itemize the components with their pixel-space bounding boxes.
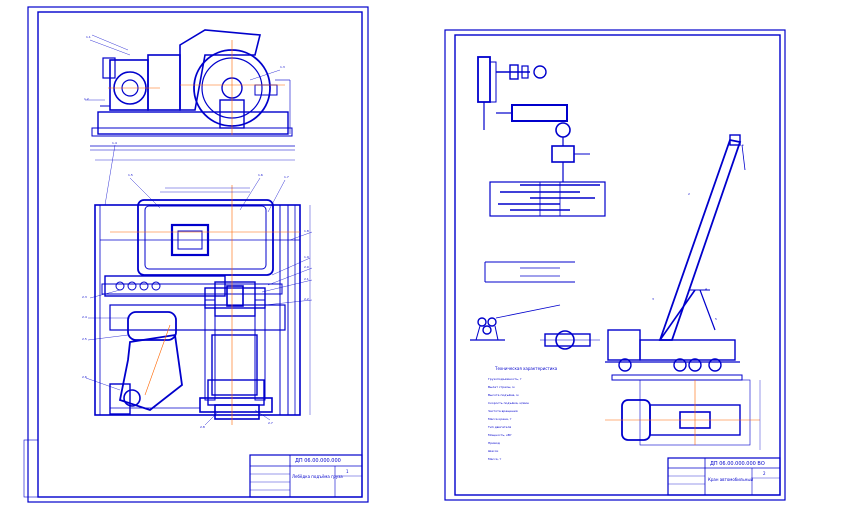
winch-dimensions (85, 34, 313, 426)
spec-line: Привод (488, 441, 500, 445)
svg-text:2.2: 2.2 (304, 297, 309, 301)
kinematic-scheme-3 (484, 261, 575, 283)
svg-text:2.1: 2.1 (304, 277, 309, 281)
spec-line: Масса, т (488, 457, 501, 461)
svg-text:5: 5 (715, 317, 717, 321)
svg-text:2.7: 2.7 (268, 421, 273, 425)
svg-text:2.6: 2.6 (82, 375, 87, 379)
svg-text:1.5: 1.5 (128, 173, 133, 177)
spec-line: Тип двигателя (487, 425, 511, 429)
left-drawing-name: Лебёдка подъёма груза (292, 474, 343, 479)
left-title-block: ДП 06.00.000.000 Лебёдка подъёма груза 1 (249, 454, 363, 498)
svg-text:1.6: 1.6 (258, 173, 263, 177)
svg-text:1.8: 1.8 (304, 229, 309, 233)
left-sheet-number: 1 (346, 469, 349, 474)
svg-text:1.4: 1.4 (112, 141, 117, 145)
winch-top-view (90, 29, 295, 151)
svg-text:1.3: 1.3 (280, 65, 285, 69)
spec-line: Вылет стрелы, м (488, 385, 515, 389)
spec-line: Скорость подъёма, м/мин (488, 401, 529, 405)
spec-line: Масса крана, т (488, 417, 512, 421)
winch-top-axes (108, 40, 285, 135)
svg-text:1.1: 1.1 (86, 35, 91, 39)
spec-title: Техническая характеристика (494, 366, 558, 371)
sheet-right: 1 2 3 4 5 Техническая характеристика Гру… (444, 29, 786, 501)
svg-text:1.2: 1.2 (84, 97, 89, 101)
svg-text:4: 4 (705, 287, 707, 291)
spec-line: Шасси (488, 449, 498, 453)
right-title-block: ДП 06.00.000.000 ВО Кран автомобильный 2 (667, 457, 781, 496)
kinematic-scheme-1 (477, 56, 590, 182)
right-drawing-name: Кран автомобильный (708, 477, 754, 482)
svg-text:2.4: 2.4 (82, 315, 87, 319)
svg-text:1: 1 (742, 143, 744, 147)
right-drawing-code: ДП 06.00.000.000 ВО (710, 461, 765, 467)
left-drawing-code: ДП 06.00.000.000 (295, 458, 341, 464)
winch-plan-view (94, 199, 301, 420)
crane-side-view (605, 134, 746, 381)
svg-text:2.0: 2.0 (304, 265, 309, 269)
tech-spec: Техническая характеристика Грузоподъёмно… (487, 366, 558, 461)
svg-text:2.8: 2.8 (200, 425, 205, 429)
spec-line: Частота вращения (488, 409, 518, 413)
svg-text:1.9: 1.9 (304, 255, 309, 259)
svg-text:2: 2 (688, 192, 690, 196)
svg-text:2.5: 2.5 (82, 337, 87, 341)
svg-text:2.3: 2.3 (82, 295, 87, 299)
crane-labels: 1 2 3 4 5 (652, 143, 744, 321)
sheet-left: 1.1 1.2 1.3 1.4 1.5 1.6 1.7 1.8 1.9 2.0 … (23, 6, 369, 503)
left-callout-labels: 1.1 1.2 1.3 1.4 1.5 1.6 1.7 1.8 1.9 2.0 … (82, 35, 309, 429)
spec-line: Высота подъёма, м (488, 393, 519, 397)
winch-plan-axes (110, 185, 300, 425)
spec-line: Мощность, кВт (488, 433, 512, 437)
crane-plan-view (605, 379, 761, 450)
svg-text:1.7: 1.7 (284, 175, 289, 179)
right-sheet-number: 2 (763, 471, 766, 476)
spec-line: Грузоподъёмность, т (488, 377, 522, 381)
gearbox-scheme (489, 181, 606, 217)
svg-text:3: 3 (652, 297, 654, 301)
kinematic-scheme-4 (470, 304, 600, 350)
